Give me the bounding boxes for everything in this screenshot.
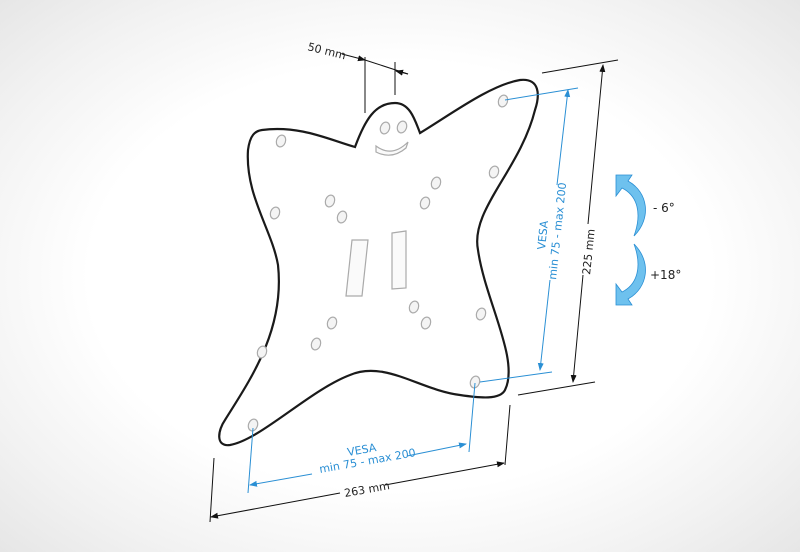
tilt-down-arrow-icon	[615, 243, 646, 306]
vesa-vertical-title: VESA	[535, 219, 551, 250]
mounting-hole	[475, 307, 487, 321]
height-label: 225 mm	[580, 228, 598, 275]
mounting-hole	[326, 316, 338, 330]
mounting-hole	[430, 176, 442, 190]
mounting-hole	[310, 337, 322, 351]
mounting-hole	[247, 418, 259, 432]
mounting-hole	[256, 345, 268, 359]
mounting-hole	[497, 94, 509, 108]
mounting-hole	[419, 196, 431, 210]
hook-spacing-label: 50 mm	[306, 40, 347, 62]
mounting-hole	[275, 134, 287, 148]
mounting-hole	[420, 316, 432, 330]
tilt-down-label: +18°	[650, 268, 681, 282]
tilt-up-label: - 6°	[653, 201, 675, 215]
slot-left	[345, 239, 369, 297]
mounting-holes	[247, 94, 509, 432]
vesa-horizontal-title: VESA	[346, 441, 377, 459]
mounting-hole	[469, 375, 481, 389]
width-label: 263 mm	[343, 479, 390, 500]
mounting-hole	[324, 194, 336, 208]
smile-slot	[375, 141, 409, 156]
mounting-hole	[336, 210, 348, 224]
mounting-hole	[269, 206, 281, 220]
mounting-hole	[396, 120, 408, 134]
slot-right	[391, 230, 407, 290]
mounting-hole	[379, 121, 391, 135]
tilt-up-arrow-icon	[615, 174, 646, 237]
mounting-hole	[488, 165, 500, 179]
mounting-hole	[408, 300, 420, 314]
mount-plate-outline	[218, 78, 539, 447]
